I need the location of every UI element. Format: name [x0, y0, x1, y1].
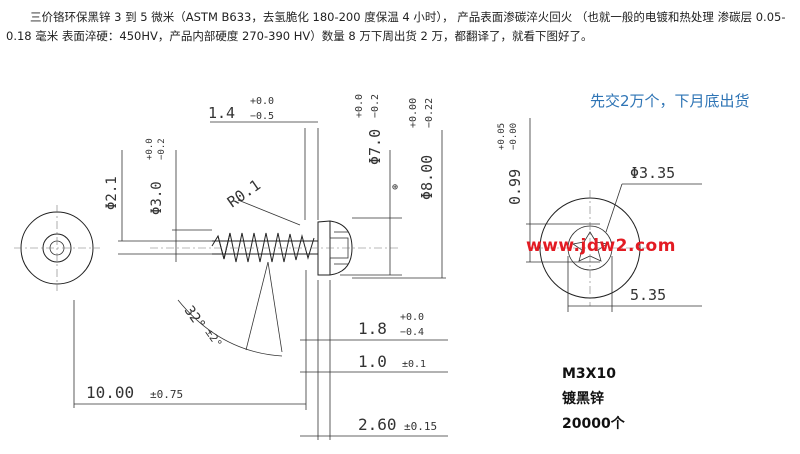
- recess-width-value: 5.35: [630, 286, 666, 304]
- total-length-value: 10.00: [86, 383, 134, 402]
- head-thickness-tol-lo: −0.5: [250, 111, 274, 122]
- major-diameter: Φ3.0: [149, 181, 165, 215]
- radius-value: R0.1: [224, 176, 264, 211]
- spec-block: M3X10 镀黑锌 20000个: [562, 362, 625, 437]
- dim-head-thickness: 1.4 +0.0 −0.5: [208, 96, 319, 220]
- spec-quantity: 20000个: [562, 416, 625, 432]
- length-b-value: 1.0: [358, 352, 387, 371]
- head-diameter: Φ8.00: [418, 155, 436, 200]
- length-c-value: 2.60: [358, 415, 397, 434]
- head-diameter-tol-up: +0.00: [408, 98, 419, 128]
- watermark-text: www.jdw2.com: [526, 236, 676, 256]
- length-a-value: 1.8: [358, 319, 387, 338]
- length-a-tol-up: +0.0: [400, 312, 424, 323]
- intro-text: 三价铬环保黑锌 3 到 5 微米（ASTM B633，去氢脆化 180-200 …: [6, 10, 786, 43]
- spec-model: M3X10: [562, 366, 616, 382]
- recess-diameter-value: Φ3.35: [630, 164, 675, 182]
- length-b-tol: ±0.1: [402, 359, 426, 370]
- flange-diameter-tol-lo: −0.2: [370, 94, 381, 118]
- right-head-view: 0.99 +0.05 −0.00 Φ3.35 5.35: [497, 118, 702, 312]
- dim-radius: R0.1: [224, 176, 301, 226]
- spec-finish: 镀黑锌: [562, 391, 604, 407]
- recess-depth-tol-up: +0.05: [497, 123, 507, 150]
- center-mark-symbol: ⊕: [392, 182, 398, 193]
- left-end-view: [14, 205, 100, 291]
- length-a-tol-lo: −0.4: [400, 327, 424, 338]
- recess-depth-value: 0.99: [506, 169, 524, 205]
- point-angle-tol: ±2°: [203, 326, 225, 350]
- flange-diameter-tol-up: +0.0: [354, 94, 365, 118]
- major-diameter-tol-up: +0.0: [145, 138, 155, 160]
- head-diameter-tol-lo: −0.22: [424, 98, 435, 128]
- dim-thread-diameters: Φ2.1 Φ3.0 +0.0 −0.2: [104, 138, 212, 262]
- major-diameter-tol-lo: −0.2: [157, 138, 167, 160]
- screw-side-view: [150, 220, 400, 276]
- dim-lengths: 1.8 +0.0 −0.4 1.0 ±0.1 10.00 ±0.75 2.60 …: [73, 270, 448, 440]
- head-thickness-value: 1.4: [208, 104, 235, 122]
- total-length-tol: ±0.75: [150, 388, 183, 401]
- dim-head-diameters: Φ7.0 +0.0 −0.2 Φ8.00 +0.00 −0.22 ⊕: [340, 94, 446, 279]
- length-c-tol: ±0.15: [404, 420, 437, 433]
- minor-diameter: Φ2.1: [104, 176, 120, 210]
- recess-depth-tol-lo: −0.00: [509, 123, 519, 150]
- head-thickness-tol-up: +0.0: [250, 96, 274, 107]
- delivery-notice: 先交2万个，下月底出货: [590, 92, 750, 110]
- dim-point-angle: 32° ±2°: [177, 261, 283, 357]
- flange-diameter: Φ7.0: [366, 129, 384, 165]
